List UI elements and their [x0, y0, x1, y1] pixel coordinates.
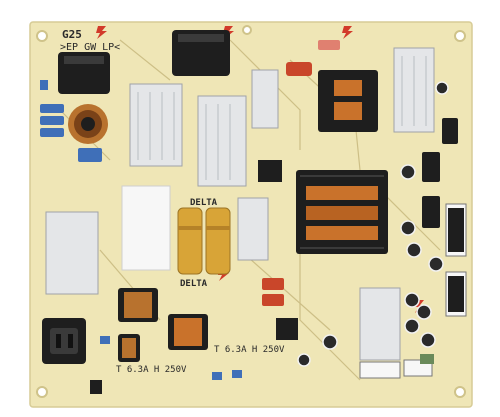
main-transformer: [296, 170, 388, 254]
brand-label: DELTA: [190, 198, 218, 208]
x-capacitors: [40, 104, 102, 162]
fuse-rating-label: T 6.3A H 250V: [214, 345, 285, 355]
small-components: [40, 80, 434, 394]
board-material-label: >EP GW LP<: [60, 42, 120, 53]
connectors: [276, 203, 467, 379]
toroidal-choke: [68, 104, 108, 144]
output-diodes: [422, 118, 458, 228]
transistor: [258, 160, 282, 182]
electrolytic-capacitors: [297, 81, 449, 367]
ac-inlet-connector: [42, 318, 86, 364]
insulator-sheet: [121, 185, 171, 271]
transformer: [318, 70, 378, 132]
red-components: [262, 40, 340, 306]
board-code-label: G25: [62, 28, 82, 41]
bulk-capacitors: [177, 207, 231, 275]
fuse-rating-label: T 6.3A H 250V: [116, 365, 187, 375]
mounting-holes: [36, 25, 466, 398]
brand-label: DELTA: [180, 279, 208, 289]
